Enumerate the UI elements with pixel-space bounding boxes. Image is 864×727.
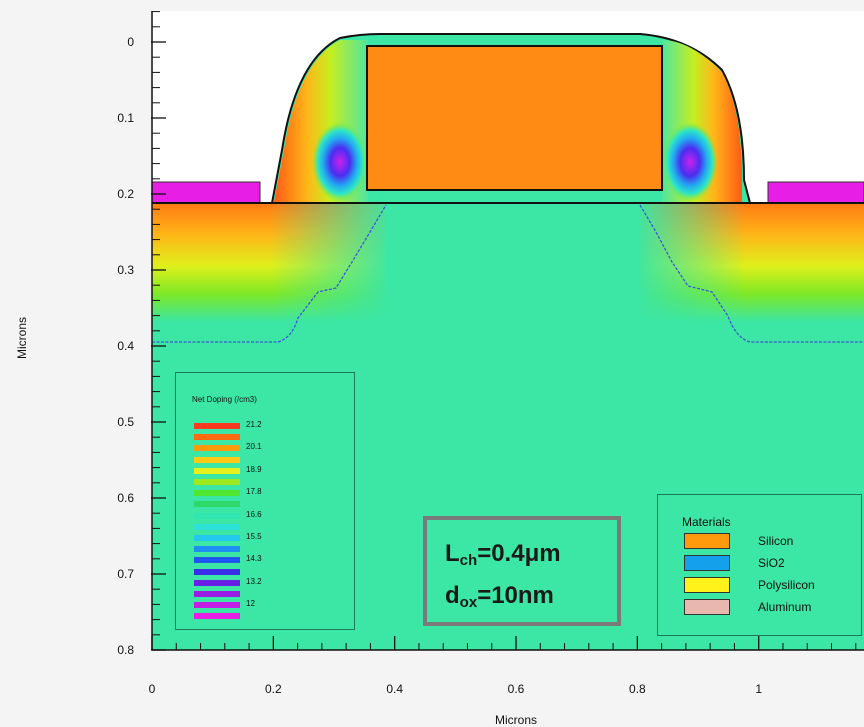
y-tick-label: 0.1 xyxy=(117,111,134,125)
colorbar-swatch xyxy=(194,501,240,508)
colorbar-swatch xyxy=(194,456,240,463)
colorbar-swatch xyxy=(194,479,240,485)
axis-ticks: 0 0.1 0.2 0.3 0.4 0.5 0.6 0.7 0.8 0 0.2 0.4 0.6 0.8 1 xyxy=(117,11,857,696)
y-tick-label: 0 xyxy=(127,35,134,49)
colorbar-row: 20.1 xyxy=(194,442,314,452)
colorbar-row: 16.6 xyxy=(194,509,314,520)
colorbar-swatch xyxy=(194,568,240,575)
colorbar-row: 18.9 xyxy=(194,464,314,475)
colorbar-title: Net Doping (/cm3) xyxy=(192,395,257,404)
material-label: Polysilicon xyxy=(758,578,815,592)
halo-pocket-right xyxy=(662,122,718,202)
colorbar-swatch xyxy=(194,467,240,474)
y-tick-label: 0.6 xyxy=(117,491,134,505)
channel-region xyxy=(386,203,640,343)
material-label: Aluminum xyxy=(758,600,812,614)
materials-row: SiO2 xyxy=(684,555,854,573)
colorbar-label: 15.5 xyxy=(246,532,262,541)
colorbar-row: 13.2 xyxy=(194,576,314,587)
colorbar-row: 14.3 xyxy=(194,554,314,564)
colorbar-swatch xyxy=(194,490,240,497)
x-tick-label: 0.6 xyxy=(508,682,525,696)
x-tick-label: 0.4 xyxy=(386,682,403,696)
colorbar-row xyxy=(194,523,314,531)
colorbar-label: 20.1 xyxy=(246,442,262,452)
y-tick-label: 0.2 xyxy=(117,187,134,201)
x-axis-label: Microns xyxy=(495,713,537,727)
doping-colorbar-legend: Net Doping (/cm3) 21.2 20.1 18.9 17.8 16.6 15… xyxy=(175,372,355,630)
colorbar-row xyxy=(194,546,314,553)
colorbar-row xyxy=(194,501,314,508)
channel-length-label: Lch=0.4μm xyxy=(445,540,561,569)
colorbar-swatch xyxy=(194,613,240,620)
colorbar-swatch xyxy=(194,602,240,609)
y-tick-label: 0.4 xyxy=(117,339,134,353)
colorbar-label: 14.3 xyxy=(246,554,262,564)
materials-title: Materials xyxy=(682,515,731,529)
x-tick-label: 1 xyxy=(755,682,762,696)
colorbar-row xyxy=(194,479,314,486)
colorbar-label: 12 xyxy=(246,599,255,609)
colorbar-row: 21.2 xyxy=(194,420,314,430)
oxide-thickness-label: dox=10nm xyxy=(445,582,554,611)
colorbar-label: 21.2 xyxy=(246,420,262,429)
y-tick-label: 0.5 xyxy=(117,415,134,429)
colorbar-swatch xyxy=(194,423,240,429)
halo-pocket-left xyxy=(312,122,368,202)
colorbar-swatch xyxy=(194,512,240,519)
colorbar-swatch xyxy=(194,579,240,586)
material-swatch xyxy=(684,577,730,593)
y-axis-label: Microns xyxy=(15,317,29,359)
materials-row: Aluminum xyxy=(684,599,854,617)
colorbar-row xyxy=(194,613,314,620)
y-tick-label: 0.3 xyxy=(117,263,134,277)
device-parameters-box: Lch=0.4μm dox=10nm xyxy=(423,516,621,626)
y-tick-label: 0.7 xyxy=(117,567,134,581)
colorbar-swatch xyxy=(194,546,240,553)
material-swatch xyxy=(684,599,730,615)
x-tick-label: 0.2 xyxy=(265,682,282,696)
materials-row: Silicon xyxy=(684,533,854,551)
material-swatch xyxy=(684,533,730,549)
material-label: Silicon xyxy=(758,534,794,548)
material-swatch xyxy=(684,555,730,571)
colorbar-row: 15.5 xyxy=(194,532,314,542)
colorbar-row xyxy=(194,568,314,576)
x-tick-label: 0 xyxy=(149,682,156,696)
materials-row: Polysilicon xyxy=(684,577,854,595)
colorbar-label: 17.8 xyxy=(246,487,262,497)
y-tick-label: 0.8 xyxy=(117,643,134,657)
colorbar-row: 12 xyxy=(194,599,314,609)
drain-contact xyxy=(767,181,864,204)
colorbar-row xyxy=(194,591,314,598)
colorbar-row: 17.8 xyxy=(194,487,314,497)
colorbar-swatch xyxy=(194,445,240,452)
colorbar-swatch xyxy=(194,591,240,597)
colorbar-swatch xyxy=(194,535,240,541)
colorbar-swatch xyxy=(194,557,240,564)
source-contact xyxy=(152,181,261,204)
colorbar-label: 16.6 xyxy=(246,509,262,519)
junction-contour xyxy=(152,204,864,343)
colorbar-row xyxy=(194,456,314,464)
colorbar-swatch xyxy=(194,523,240,530)
material-label: SiO2 xyxy=(758,556,785,570)
x-tick-label: 0.8 xyxy=(629,682,646,696)
colorbar-swatch xyxy=(194,434,240,441)
colorbar-label: 18.9 xyxy=(246,464,262,474)
colorbar-label: 13.2 xyxy=(246,576,262,586)
colorbar-row xyxy=(194,434,314,441)
poly-gate xyxy=(366,45,663,191)
